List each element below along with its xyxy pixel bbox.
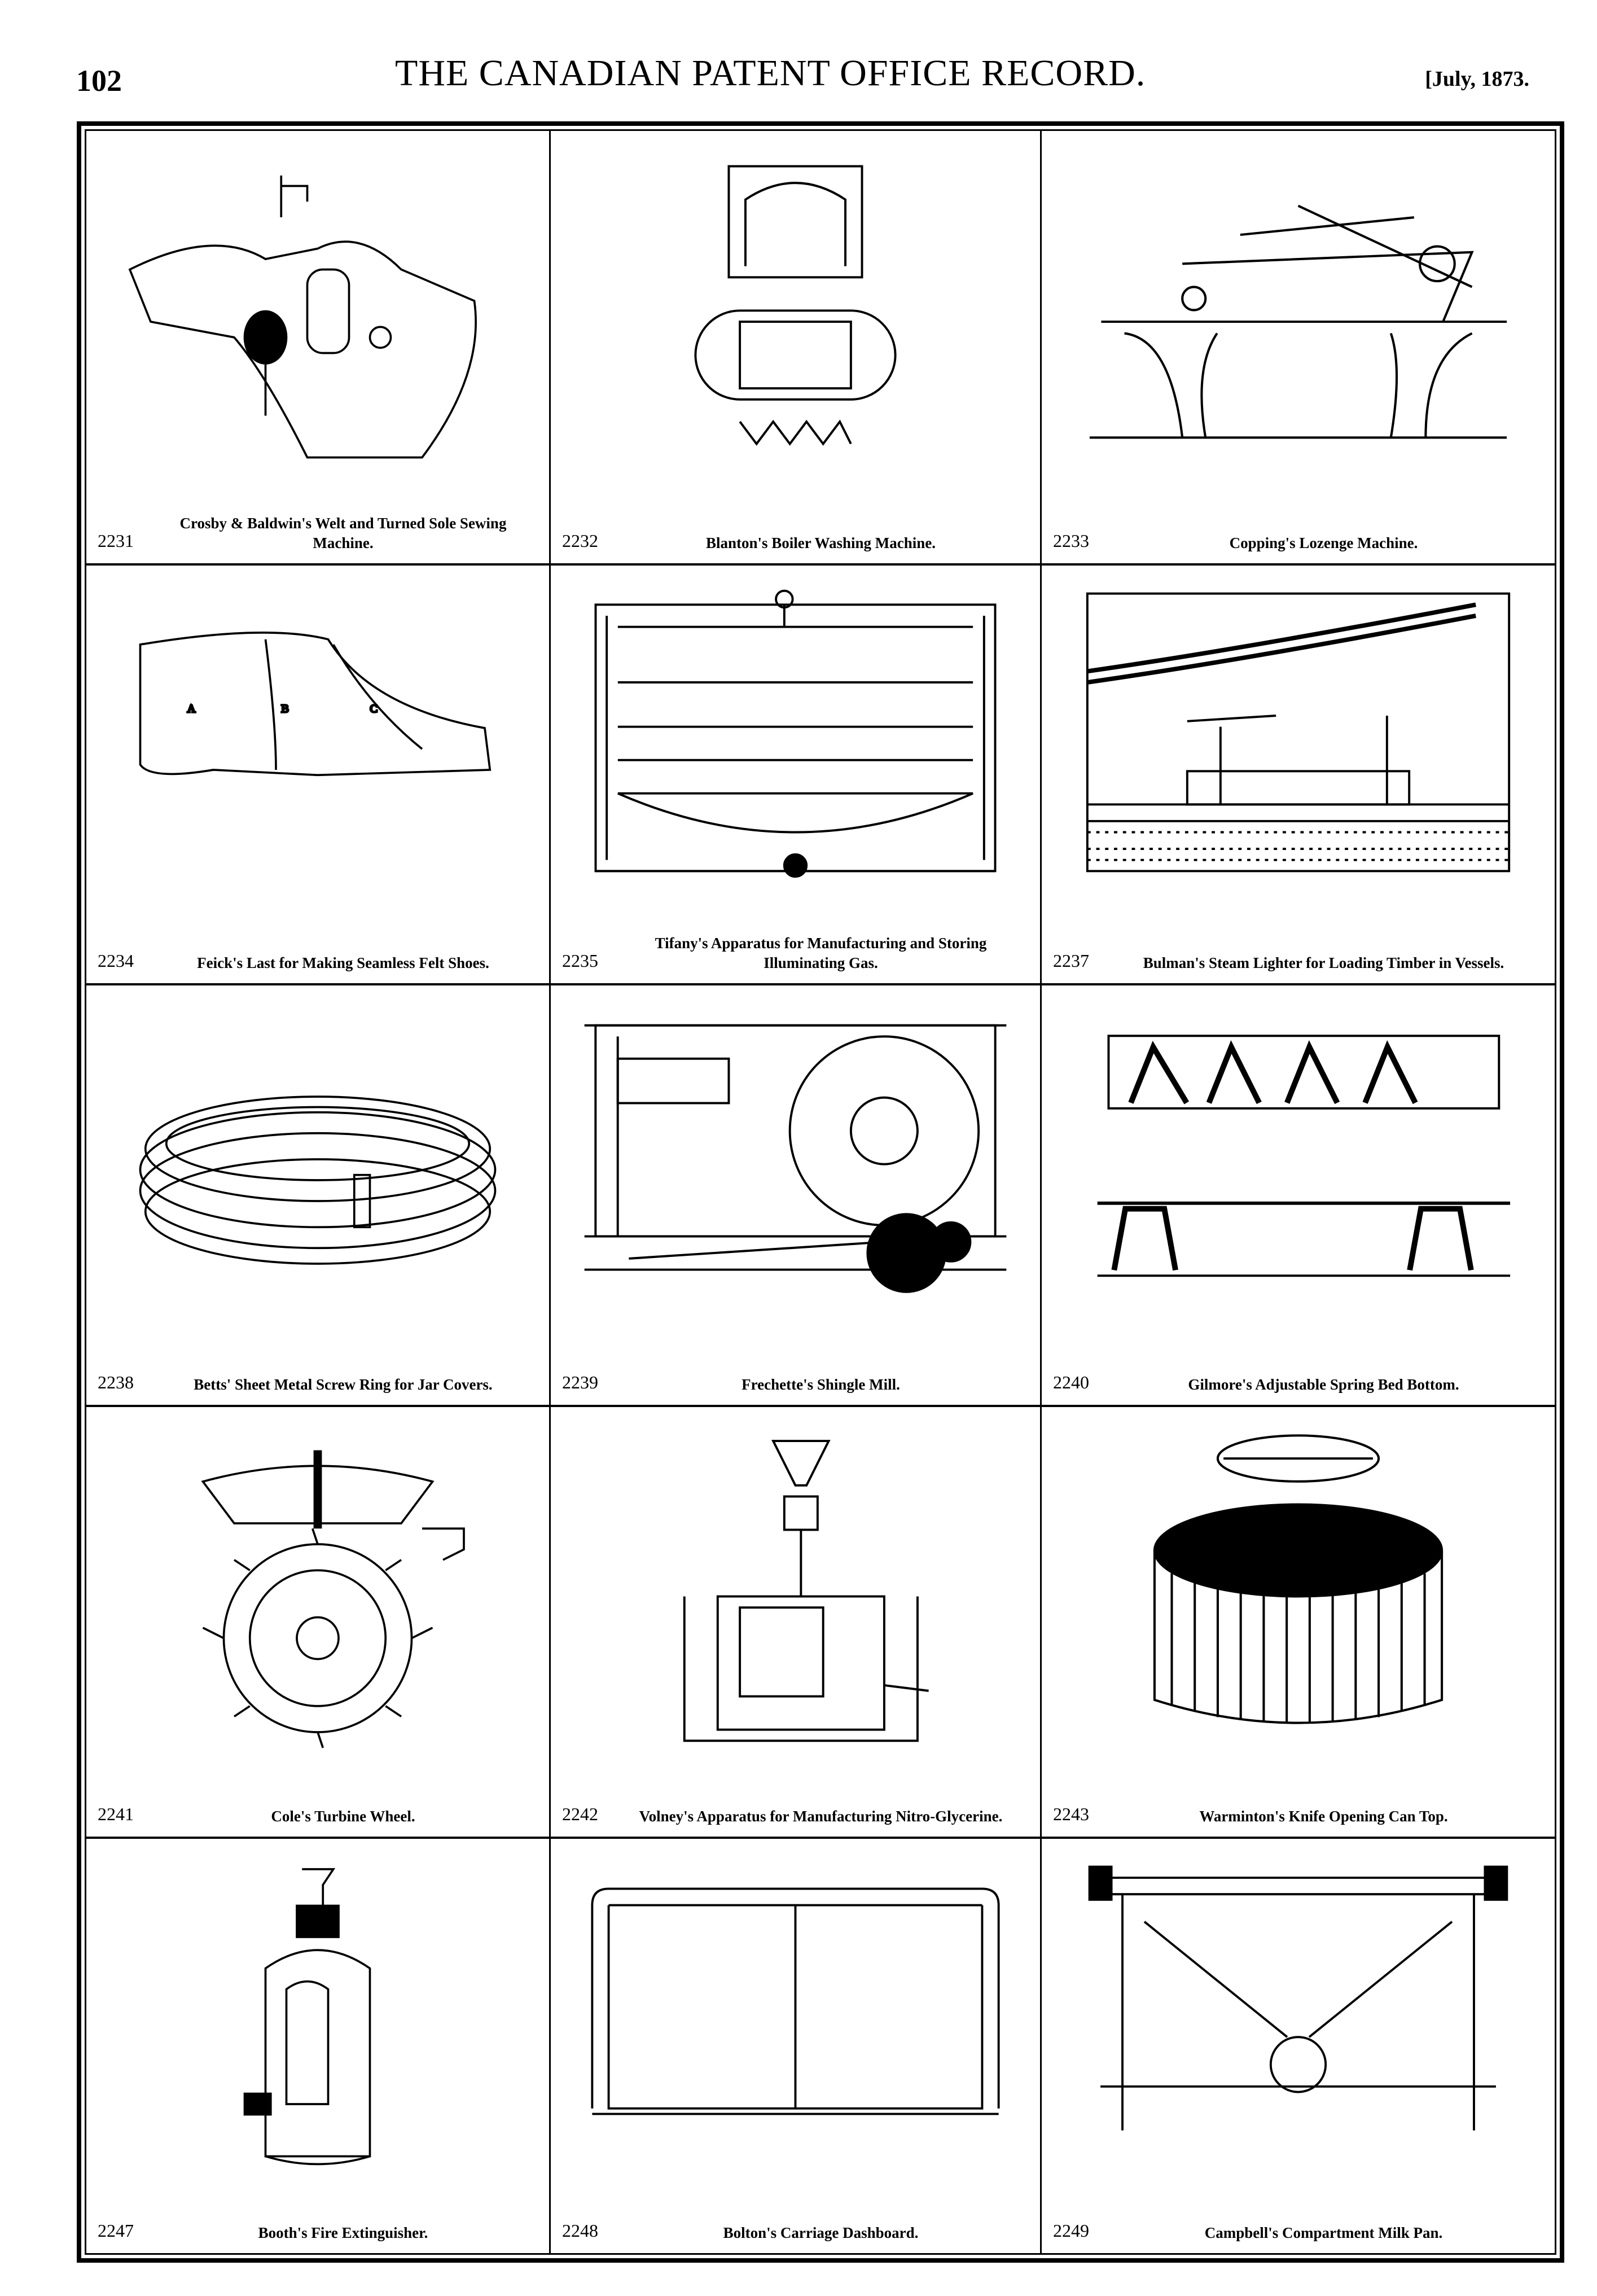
- patent-title: Campbell's Compartment Milk Pan.: [1204, 2224, 1443, 2241]
- patent-number: 2235: [562, 950, 598, 971]
- patent-caption: 2248 Bolton's Carriage Dashboard.: [562, 2219, 1029, 2243]
- patent-caption: 2234 Feick's Last for Making Seamless Fel…: [98, 949, 538, 973]
- patent-cell-2234: A B C 2234 Feick's Last for Making Seamless …: [86, 566, 551, 985]
- patent-number: 2232: [562, 531, 598, 551]
- patent-drawing: [594, 589, 997, 878]
- patent-cell-2237: 2237 Bulman's Steam Lighter for Loading T…: [1042, 566, 1555, 985]
- patent-cell-2240: 2240 Gilmore's Adjustable Spring Bed Bott…: [1042, 985, 1555, 1407]
- patent-cell-2249: 2249 Campbell's Compartment Milk Pan.: [1042, 1839, 1555, 2253]
- patent-figures-grid: 2231 Crosby & Baldwin's Welt and Turned S…: [85, 129, 1556, 2255]
- patent-caption: 2243 Warminton's Knife Opening Can Top.: [1053, 1803, 1543, 1826]
- issue-date: [July, 1873.: [1425, 67, 1529, 91]
- patent-caption: 2241 Cole's Turbine Wheel.: [98, 1803, 538, 1826]
- patent-caption: 2238 Betts' Sheet Metal Screw Ring for Ja…: [98, 1371, 538, 1395]
- patent-cell-2238: 2238 Betts' Sheet Metal Screw Ring for Ja…: [86, 985, 551, 1407]
- patent-drawing: [1153, 1434, 1444, 1724]
- patent-drawing: [694, 165, 897, 446]
- patent-number: 2233: [1053, 531, 1089, 551]
- patent-title: Blanton's Boiler Washing Machine.: [705, 534, 936, 551]
- patent-caption: 2242 Volney's Apparatus for Manufacturing…: [562, 1803, 1029, 1826]
- patent-title: Copping's Lozenge Machine.: [1229, 534, 1418, 551]
- patent-number: 2242: [562, 1804, 598, 1825]
- patent-cell-2232: 2232 Blanton's Boiler Washing Machine.: [551, 131, 1042, 566]
- patent-cell-2235: 2235 Tifany's Apparatus for Manufacturing…: [551, 566, 1042, 985]
- patent-title: Feick's Last for Making Seamless Felt Sh…: [197, 954, 489, 971]
- patent-drawing: [1097, 1035, 1511, 1277]
- patent-caption: 2231 Crosby & Baldwin's Welt and Turned S…: [98, 514, 538, 553]
- patent-title: Warminton's Knife Opening Can Top.: [1199, 1807, 1448, 1825]
- patent-drawing: [1086, 592, 1511, 873]
- patent-figures-frame: 2231 Crosby & Baldwin's Welt and Turned S…: [77, 121, 1564, 2263]
- patent-title: Frechette's Shingle Mill.: [742, 1375, 900, 1393]
- patent-drawing: [1089, 204, 1507, 439]
- patent-number: 2249: [1053, 2220, 1089, 2241]
- patent-number: 2237: [1053, 950, 1089, 971]
- patent-title: Bulman's Steam Lighter for Loading Timbe…: [1143, 954, 1504, 971]
- svg-text:B: B: [281, 703, 289, 715]
- patent-caption: 2249 Campbell's Compartment Milk Pan.: [1053, 2219, 1543, 2243]
- patent-cell-2247: 2247 Booth's Fire Extinguisher.: [86, 1839, 551, 2253]
- patent-caption: 2233 Copping's Lozenge Machine.: [1053, 529, 1543, 553]
- publication-title: THE CANADIAN PATENT OFFICE RECORD.: [395, 52, 1146, 94]
- patent-caption: 2237 Bulman's Steam Lighter for Loading T…: [1053, 949, 1543, 973]
- patent-number: 2238: [98, 1372, 134, 1393]
- patent-title: Cole's Turbine Wheel.: [271, 1807, 415, 1825]
- patent-drawing: [591, 1887, 1000, 2115]
- patent-caption: 2240 Gilmore's Adjustable Spring Bed Bott…: [1053, 1371, 1543, 1395]
- patent-number: 2241: [98, 1804, 134, 1825]
- patent-cell-2242: 2242 Volney's Apparatus for Manufacturing…: [551, 1407, 1042, 1839]
- patent-number: 2248: [562, 2220, 598, 2241]
- patent-caption: 2232 Blanton's Boiler Washing Machine.: [562, 529, 1029, 553]
- patent-cell-2248: 2248 Bolton's Carriage Dashboard.: [551, 1839, 1042, 2253]
- patent-cell-2243: 2243 Warminton's Knife Opening Can Top.: [1042, 1407, 1555, 1839]
- patent-number: 2243: [1053, 1804, 1089, 1825]
- patent-cell-2231: 2231 Crosby & Baldwin's Welt and Turned S…: [86, 131, 551, 566]
- svg-text:C: C: [370, 703, 378, 715]
- patent-caption: 2247 Booth's Fire Extinguisher.: [98, 2219, 538, 2243]
- patent-caption: 2239 Frechette's Shingle Mill.: [562, 1371, 1029, 1395]
- patent-number: 2247: [98, 2220, 134, 2241]
- patent-drawing: [139, 1096, 497, 1265]
- patent-title: Bolton's Carriage Dashboard.: [723, 2224, 919, 2241]
- patent-drawing: [128, 176, 477, 459]
- patent-title: Volney's Apparatus for Manufacturing Nit…: [639, 1807, 1003, 1825]
- patent-title: Tifany's Apparatus for Manufacturing and…: [655, 934, 987, 971]
- patent-number: 2234: [98, 950, 134, 971]
- patent-title: Gilmore's Adjustable Spring Bed Bottom.: [1188, 1375, 1459, 1393]
- patent-number: 2240: [1053, 1372, 1089, 1393]
- patent-drawing: [1088, 1865, 1508, 2131]
- patent-drawing: [243, 1868, 371, 2166]
- patent-drawing: [584, 1024, 1007, 1293]
- patent-drawing: [201, 1450, 465, 1749]
- patent-cell-2233: 2233 Copping's Lozenge Machine.: [1042, 131, 1555, 566]
- page-number: 102: [76, 64, 122, 98]
- patent-title: Booth's Fire Extinguisher.: [258, 2224, 428, 2241]
- patent-drawing: [683, 1440, 929, 1742]
- patent-cell-2239: 2239 Frechette's Shingle Mill.: [551, 985, 1042, 1407]
- patent-cell-2241: 2241 Cole's Turbine Wheel.: [86, 1407, 551, 1839]
- patent-caption: 2235 Tifany's Apparatus for Manufacturing…: [562, 934, 1029, 973]
- patent-title: Crosby & Baldwin's Welt and Turned Sole …: [179, 514, 507, 551]
- patent-drawing: A B C: [139, 632, 492, 777]
- patent-title: Betts' Sheet Metal Screw Ring for Jar Co…: [194, 1375, 493, 1393]
- patent-number: 2231: [98, 531, 134, 551]
- patent-number: 2239: [562, 1372, 598, 1393]
- svg-text:A: A: [187, 703, 196, 715]
